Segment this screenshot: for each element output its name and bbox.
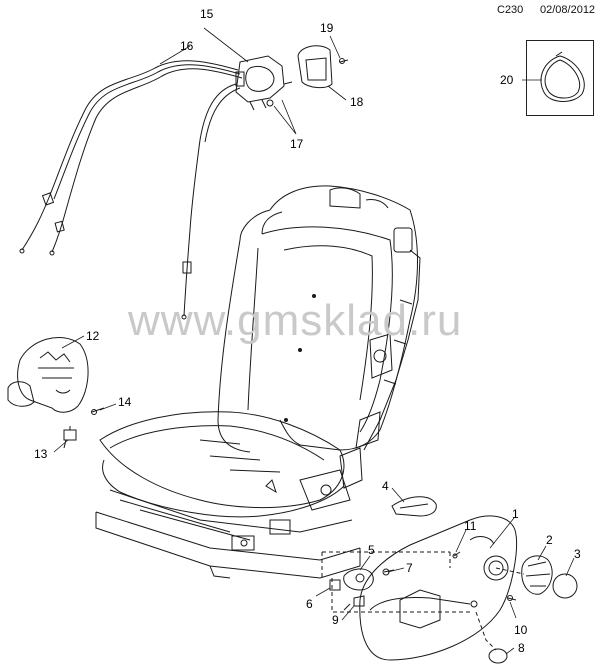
recline-knob: [521, 555, 553, 595]
callout-12: 12: [86, 329, 100, 343]
seat-switch-assembly: [235, 55, 293, 111]
callout-14: 14: [118, 395, 132, 409]
callout-4: 4: [382, 479, 389, 493]
callout-6: 6: [306, 597, 313, 611]
callout-17: 17: [290, 137, 304, 151]
assembly-lines: [321, 551, 525, 651]
leader-lines: [53, 27, 575, 655]
seat-cushion: [99, 411, 345, 518]
callout-1: 1: [512, 507, 519, 521]
clip-part: [540, 51, 585, 102]
callout-18: 18: [350, 95, 364, 109]
side-trim-panel: [359, 515, 518, 661]
callout-10: 10: [514, 623, 528, 637]
trim-cap: [488, 648, 508, 664]
callout-2: 2: [546, 533, 553, 547]
callout-11: 11: [464, 519, 477, 533]
side-bracket: [7, 336, 89, 413]
knob-cap: [552, 573, 578, 599]
watermark: www.gmsklad.ru: [128, 296, 463, 345]
callout-8: 8: [518, 641, 525, 655]
callout-19: 19: [320, 21, 334, 35]
callout-5: 5: [368, 543, 375, 557]
part-20-frame: [526, 40, 594, 116]
diagram-date: 02/08/2012: [540, 4, 596, 16]
callout-13: 13: [34, 447, 48, 461]
diagram-code: C230: [497, 4, 524, 16]
callout-9: 9: [332, 613, 339, 627]
small-fasteners-left: [63, 407, 105, 449]
callout-3: 3: [574, 547, 581, 561]
small-parts-right: [329, 551, 517, 611]
wiring-harness: [19, 60, 243, 320]
callout-16: 16: [180, 39, 194, 53]
callout-15: 15: [200, 7, 214, 21]
switch-cover: [297, 45, 349, 89]
callout-20: 20: [500, 73, 514, 87]
adjust-lever: [391, 496, 437, 517]
seat-frame-mechanism: [339, 249, 421, 489]
callout-7: 7: [406, 561, 413, 575]
seat-rails: [95, 469, 361, 579]
